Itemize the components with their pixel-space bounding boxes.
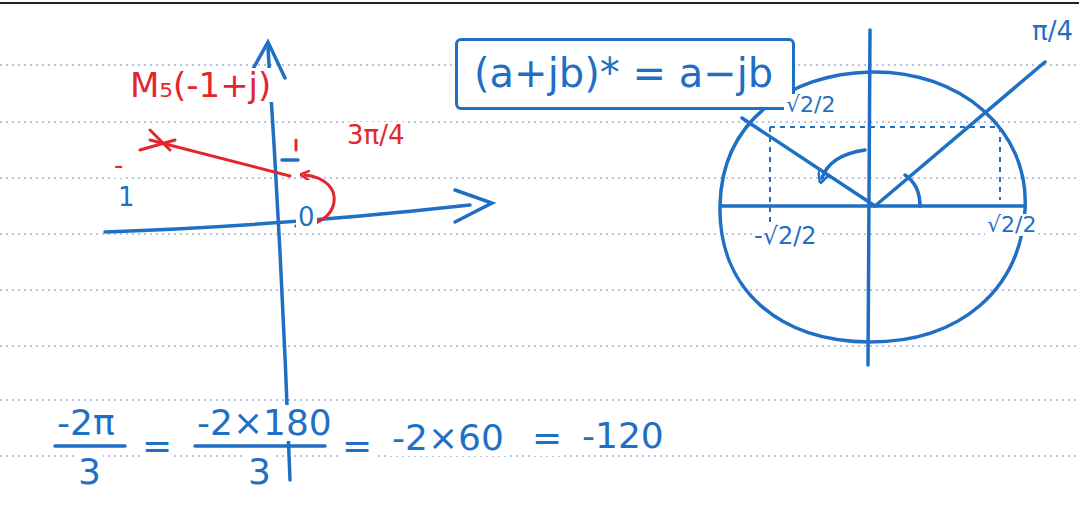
tick-sign: - [112,152,125,178]
fraction-bars [55,444,325,448]
result-value: -120 [580,418,666,454]
equals-sign: = [530,420,564,456]
formula-text: (a+jb)* = a−jb [474,51,776,95]
origin-label: 0 [296,204,317,230]
coordinate-label: -√2/2 [752,224,819,248]
point-label: M₅(-1+j) [128,68,273,102]
fraction-numerator: -2×180 [195,405,334,441]
fraction-denominator: 3 [246,454,273,490]
ruled-lines [0,65,1079,456]
coordinate-label: √2/2 [985,214,1038,236]
boxed-formula: (a+jb)* = a−jb [455,38,795,110]
tick-number: 1 [116,184,137,210]
equals-sign: = [340,428,374,464]
angle-label: π/4 [1030,18,1075,44]
equals-sign: = [140,428,174,464]
complex-plane-axes [105,42,492,480]
angle-label: 3π/4 [345,122,407,148]
projection-lines [770,127,1000,225]
top-rule [0,2,1079,4]
expression-term: -2×60 [390,420,506,456]
fraction-numerator: -2π [55,405,117,441]
coordinate-label: √2/2 [784,94,837,116]
fraction-denominator: 3 [76,454,103,490]
